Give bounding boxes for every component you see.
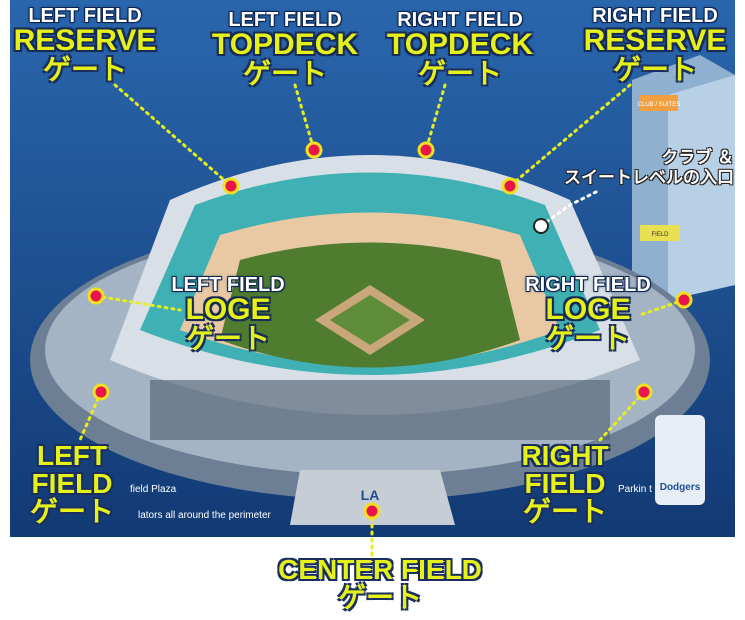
label-line: RESERVE — [583, 24, 727, 57]
label-line: ゲート — [242, 58, 328, 89]
label-line: ゲート — [522, 496, 608, 527]
label-line: FIELD — [31, 468, 113, 499]
gate-label-lf: LEFT FIELD ゲート — [30, 442, 114, 526]
gate-marker-rf-loge[interactable] — [675, 291, 693, 309]
club-entrance-label: クラブ ＆ スイートレベルの入口 — [548, 148, 734, 188]
club-connector — [539, 188, 602, 228]
label-line: LEFT FIELD — [28, 5, 142, 27]
gate-marker-lf-loge[interactable] — [87, 287, 105, 305]
connector-lines — [78, 83, 686, 557]
label-line: ゲート — [185, 323, 271, 354]
plaza-text: field Plaza — [130, 484, 177, 495]
label-line: CENTER FIELD — [278, 554, 482, 585]
dodgers-logo: Dodgers — [660, 482, 701, 493]
label-line: ゲート — [545, 323, 631, 354]
label-line: RIGHT — [521, 440, 609, 471]
label-line: LEFT — [36, 440, 107, 471]
gate-marker-rf[interactable] — [635, 383, 653, 401]
gate-marker-rf-reserve[interactable] — [501, 177, 519, 195]
label-line: LEFT FIELD — [171, 274, 285, 296]
label-line: RIGHT FIELD — [397, 9, 523, 31]
gate-label-cf: CENTER FIELD ゲート — [278, 556, 482, 612]
gate-label-rf: RIGHT FIELD ゲート — [521, 442, 608, 526]
gate-marker-cf[interactable] — [363, 502, 381, 520]
escalators-text: lators all around the perimeter — [138, 510, 271, 521]
gate-marker-lf-reserve[interactable] — [222, 177, 240, 195]
label-line: ゲート — [29, 496, 115, 527]
label-line: RIGHT FIELD — [592, 5, 718, 27]
label-line: ゲート — [337, 582, 422, 613]
label-line: RIGHT FIELD — [525, 274, 651, 296]
gate-marker-rf-topdeck[interactable] — [417, 141, 435, 159]
gate-label-rf-topdeck: RIGHT FIELD TOPDECK ゲート — [387, 10, 533, 88]
label-line: RESERVE — [13, 24, 157, 57]
gate-label-lf-topdeck: LEFT FIELD TOPDECK ゲート — [212, 10, 358, 88]
label-line: TOPDECK — [211, 28, 359, 61]
label-line: ゲート — [612, 54, 697, 85]
gate-label-rf-loge: RIGHT FIELD LOGE ゲート — [525, 275, 651, 353]
foam-finger — [655, 415, 705, 505]
label-line: LOGE — [185, 293, 271, 326]
tower-sign-field: FIELD — [651, 232, 669, 238]
label-line: ゲート — [42, 54, 127, 85]
label-line: LOGE — [545, 293, 631, 326]
club-entrance-marker[interactable] — [533, 218, 549, 234]
label-line: TOPDECK — [386, 28, 534, 61]
parking-text: Parkin t — [618, 484, 652, 495]
label-line: FIELD — [524, 468, 606, 499]
gate-marker-lf[interactable] — [92, 383, 110, 401]
label-line: LEFT FIELD — [228, 9, 342, 31]
gate-label-rf-reserve: RIGHT FIELD RESERVE ゲート — [584, 6, 727, 84]
label-line: スイートレベルの入口 — [564, 168, 734, 187]
la-logo: LA — [361, 487, 380, 503]
tower-sign: CLUB / SUITES — [638, 102, 681, 108]
gate-label-lf-reserve: LEFT FIELD RESERVE ゲート — [14, 6, 157, 84]
gate-markers — [87, 141, 693, 520]
gate-label-lf-loge: LEFT FIELD LOGE ゲート — [171, 275, 284, 353]
label-line: ゲート — [417, 58, 503, 89]
stadium: LA Dodgers — [30, 155, 710, 525]
center-field-plaza — [290, 470, 455, 525]
club-tower: CLUB / SUITES FIELD — [632, 55, 735, 300]
gate-marker-lf-topdeck[interactable] — [305, 141, 323, 159]
label-line: クラブ ＆ — [661, 148, 734, 167]
